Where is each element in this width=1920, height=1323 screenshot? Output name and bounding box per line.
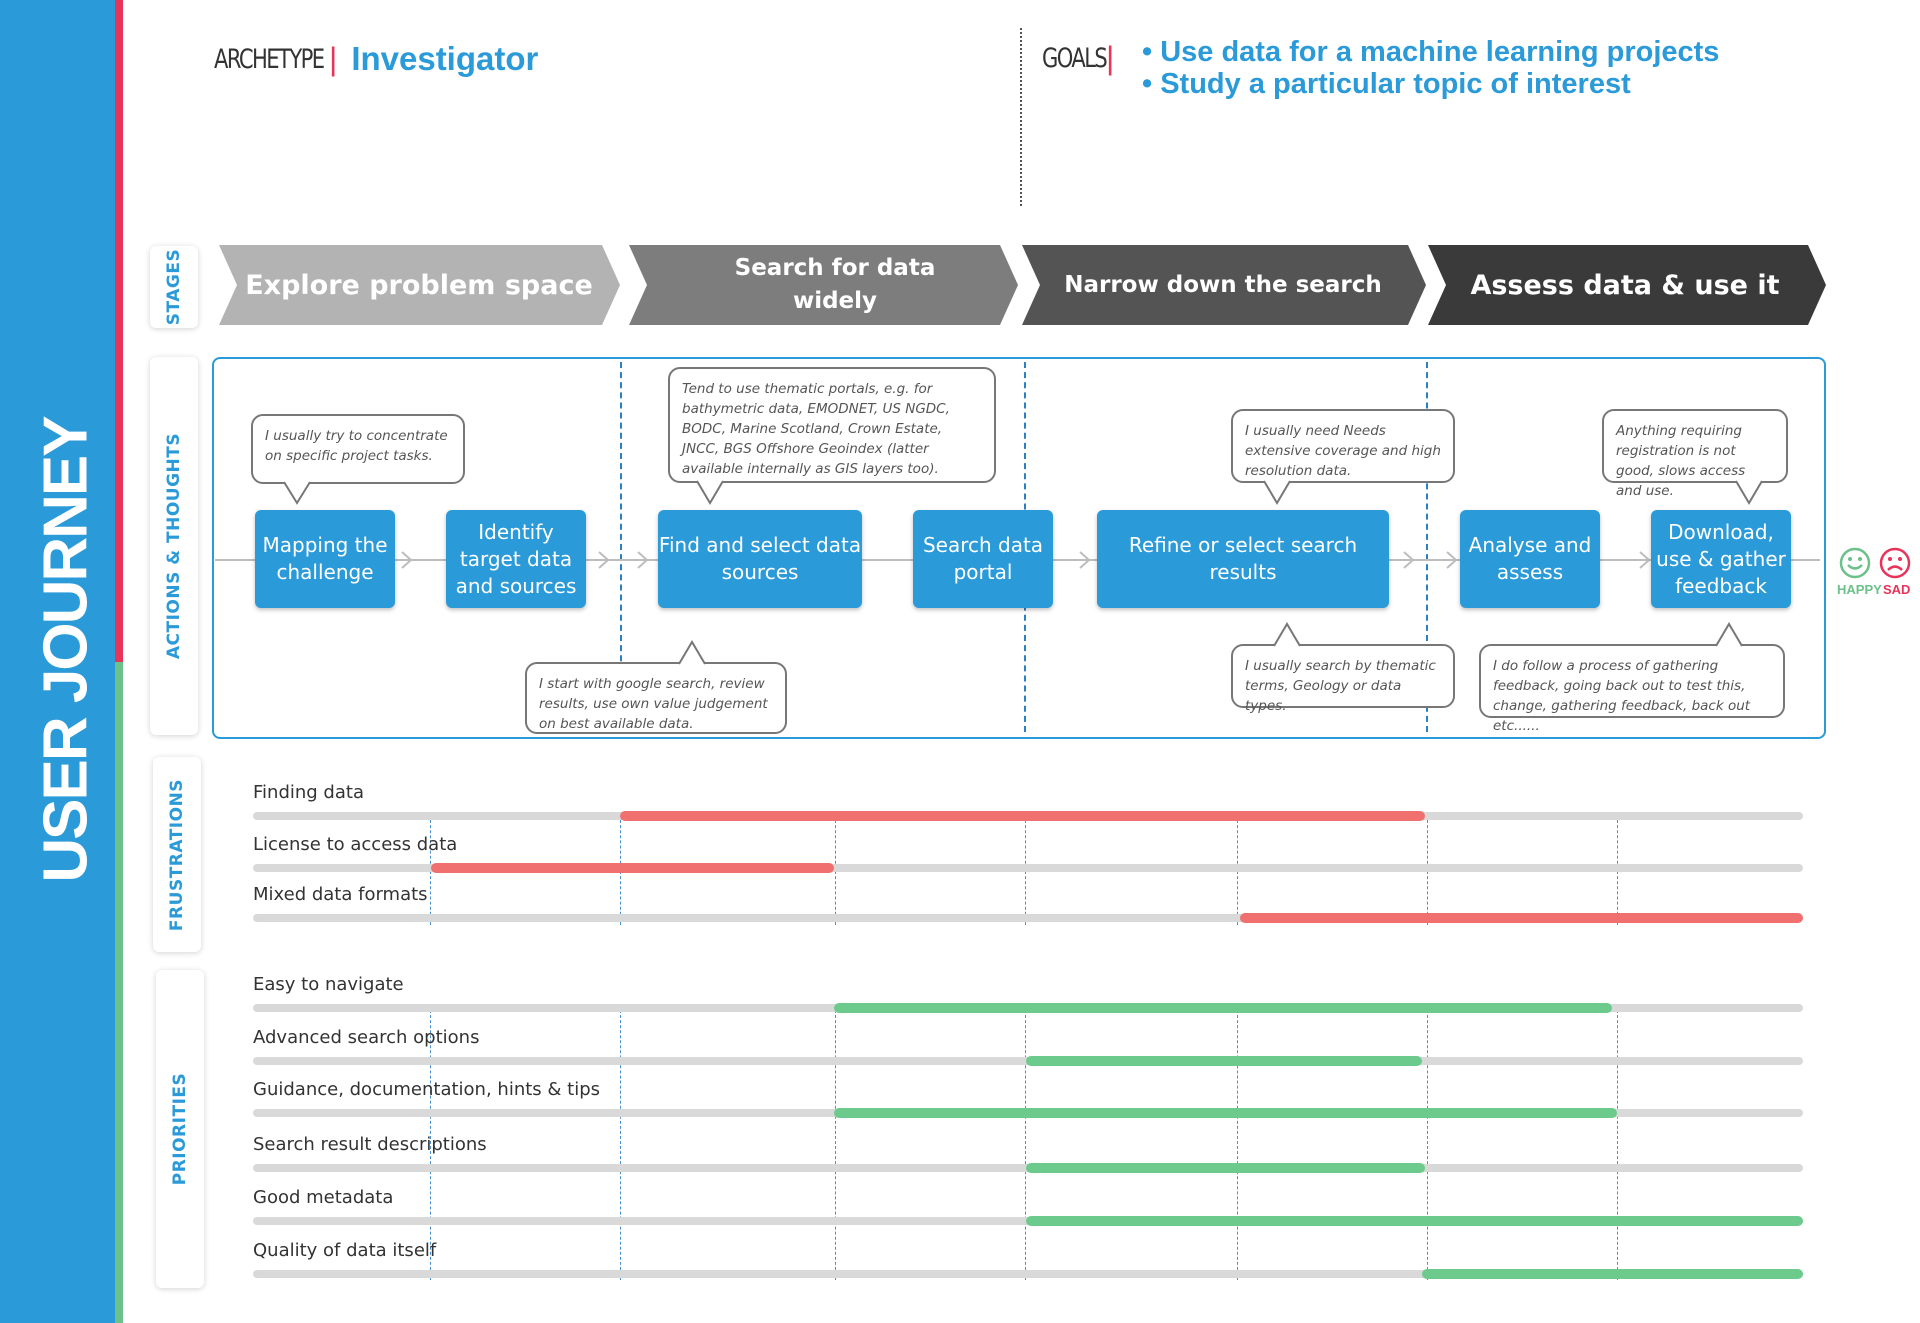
arrow-icon [637,551,649,569]
happy-label: HAPPY [1837,582,1882,597]
priorities-label: Advanced search options [253,1027,480,1048]
priorities-label: Good metadata [253,1187,394,1208]
priorities-label: Quality of data itself [253,1240,437,1261]
action-box: Mapping the challenge [255,510,395,608]
section-card-stages: STAGES [150,246,198,328]
happy-face-icon [1839,547,1871,579]
archetype-separator: | [329,40,338,77]
sad-label: SAD [1883,582,1911,597]
action-box: Identify target data and sources [446,510,586,608]
stage-separator [1426,362,1428,732]
goal-item: • Use data for a machine learning projec… [1142,36,1720,68]
thought-bubble: I usually try to concentrate on specific… [251,414,465,484]
goal-item: • Study a particular topic of interest [1142,68,1631,100]
stage-label: Assess data & use it [1470,269,1780,301]
arrow-icon [401,551,413,569]
priorities-track [253,1270,1803,1278]
thought-bubble: I usually search by thematic terms, Geol… [1231,644,1455,714]
frustrations-bar [1240,913,1803,923]
timeline-separator [1427,820,1428,925]
timeline-separator [1237,1010,1238,1280]
timeline-separator [1237,820,1238,925]
arrow-icon [1403,551,1415,569]
action-box: Download, use & gather feedback [1651,510,1791,608]
section-card-frustrations: FRUSTRATIONS [153,757,201,952]
thought-bubble: I start with google search, review resul… [525,662,787,734]
stage-separator [620,362,622,732]
timeline-separator [1427,1010,1428,1280]
frustrations-label: License to access data [253,834,458,855]
priorities-bar [1421,1269,1803,1279]
action-box: Search data portal [913,510,1053,608]
stage-chevron [629,245,1018,325]
timeline-separator [835,1010,836,1280]
timeline-separator [835,820,836,925]
arrow-icon [1446,551,1458,569]
priorities-bar [1026,1056,1422,1066]
frustrations-bar [431,863,835,873]
priorities-bar [1026,1163,1425,1173]
action-box: Find and select data sources [658,510,862,608]
actions-panel [212,357,1826,739]
priorities-label: Guidance, documentation, hints & tips [253,1079,601,1100]
timeline-separator [1025,1010,1026,1280]
stage-chevron [219,245,620,325]
stage-label: Explore problem space [245,269,593,301]
frustrations-track [253,914,1803,922]
priorities-bar [834,1108,1617,1118]
timeline-separator [430,1010,431,1280]
priorities-label: Search result descriptions [253,1134,487,1155]
arrow-icon [1079,551,1091,569]
priorities-bar [834,1003,1613,1013]
frustrations-track [253,864,1803,872]
stages-chevrons [219,245,1826,325]
stage-label: Search for data widely [734,255,936,314]
timeline-separator [620,1010,621,1280]
priorities-bar [1026,1216,1803,1226]
section-card-priorities: PRIORITIES [156,970,204,1288]
sidebar-accent-green [115,662,123,1323]
thought-bubble: I usually need Needs extensive coverage … [1231,409,1455,483]
timeline-separator [1617,820,1618,925]
goals-header: GOALS | [1042,40,1114,77]
frustrations-bar [620,811,1425,821]
arrow-icon [598,551,610,569]
timeline-separator [1617,1010,1618,1280]
archetype-value: Investigator [351,40,539,77]
goals-separator: | [1106,40,1115,76]
action-box: Analyse and assess [1460,510,1600,608]
goals-divider [1020,28,1022,206]
sidebar-band [0,0,115,1323]
action-box: Refine or select search results [1097,510,1389,608]
bubble-pointers [283,480,1763,665]
frustrations-label: Finding data [253,782,364,803]
thought-bubble: I do follow a process of gathering feedb… [1479,644,1785,734]
thought-bubble: Tend to use thematic portals, e.g. for b… [668,367,996,483]
stage-chevron [1022,245,1426,325]
stage-chevron [1428,245,1826,325]
frustrations-label: Mixed data formats [253,884,428,905]
arrow-icon [1639,551,1651,569]
thought-bubble: Anything requiring registration is not g… [1602,409,1788,499]
section-card-actions: ACTIONS & THOUGHTS [150,357,198,735]
sidebar-accent-red [115,0,123,662]
archetype-header: ARCHETYPE | Investigator [214,40,538,78]
stage-label: Narrow down the search [1064,272,1382,298]
sad-face-icon [1879,547,1911,579]
timeline-separator [430,820,431,925]
priorities-label: Easy to navigate [253,974,404,995]
timeline-separator [1025,820,1026,925]
